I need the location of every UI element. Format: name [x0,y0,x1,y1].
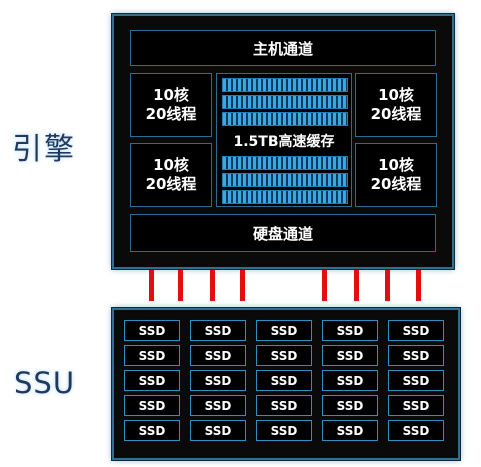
ssd-drive: SSD [256,370,312,391]
connection-line [322,270,327,301]
ssd-drive: SSD [388,420,444,441]
ssd-drive: SSD [388,320,444,341]
cpu-core-block: 10核 20线程 [130,143,212,207]
ssd-drive: SSD [322,395,378,416]
connection-line [210,270,215,301]
ssu-panel: SSD SSD SSD SSD SSD SSD SSD SSD SSD SSD … [112,308,460,460]
ssd-drive: SSD [190,345,246,366]
thread-count: 20线程 [145,105,197,123]
ssu-label: SSU [14,366,76,400]
ssd-column: SSD SSD SSD SSD SSD [124,320,180,445]
ssd-column: SSD SSD SSD SSD SSD [256,320,312,445]
ssd-drive: SSD [190,395,246,416]
connection-line [385,270,390,301]
ssd-drive: SSD [388,370,444,391]
thread-count: 20线程 [370,105,422,123]
cache-memory-strip [222,173,348,187]
core-count: 10核 [153,156,189,174]
ssd-drive: SSD [124,395,180,416]
ssd-drive: SSD [256,395,312,416]
ssd-column: SSD SSD SSD SSD SSD [322,320,378,445]
cache-label: 1.5TB高速缓存 [217,130,351,152]
connection-line [178,270,183,301]
cache-memory-strip [222,78,348,92]
ssd-drive: SSD [256,320,312,341]
ssd-drive: SSD [322,345,378,366]
ssd-drive: SSD [256,420,312,441]
ssd-column: SSD SSD SSD SSD SSD [190,320,246,445]
ssd-drive: SSD [124,320,180,341]
core-count: 10核 [378,156,414,174]
ssd-drive: SSD [124,345,180,366]
ssd-drive: SSD [124,420,180,441]
ssd-drive: SSD [190,320,246,341]
cache-memory-strip [222,112,348,126]
ssd-drive: SSD [322,370,378,391]
ssd-drive: SSD [322,320,378,341]
thread-count: 20线程 [370,175,422,193]
ssd-drive: SSD [190,370,246,391]
host-channel: 主机通道 [130,30,436,66]
ssd-drive: SSD [388,345,444,366]
ssd-column: SSD SSD SSD SSD SSD [388,320,444,445]
connection-line [354,270,359,301]
cache-block: 1.5TB高速缓存 [216,73,352,207]
connection-line [416,270,421,301]
ssd-drive: SSD [190,420,246,441]
disk-channel: 硬盘通道 [130,214,436,252]
cache-memory-strip [222,95,348,109]
connection-line [149,270,154,301]
ssd-drive: SSD [322,420,378,441]
cpu-core-block: 10核 20线程 [355,143,437,207]
ssd-drive: SSD [388,395,444,416]
thread-count: 20线程 [145,175,197,193]
cache-memory-strip [222,190,348,204]
connection-line [240,270,245,301]
ssd-drive: SSD [256,345,312,366]
core-count: 10核 [378,86,414,104]
cache-memory-strip [222,156,348,170]
cpu-core-block: 10核 20线程 [355,73,437,137]
ssd-drive: SSD [124,370,180,391]
engine-panel: 主机通道 10核 20线程 10核 20线程 10核 20线程 10核 20线程… [112,14,454,269]
cpu-core-block: 10核 20线程 [130,73,212,137]
core-count: 10核 [153,86,189,104]
engine-label: 引擎 [12,132,76,167]
